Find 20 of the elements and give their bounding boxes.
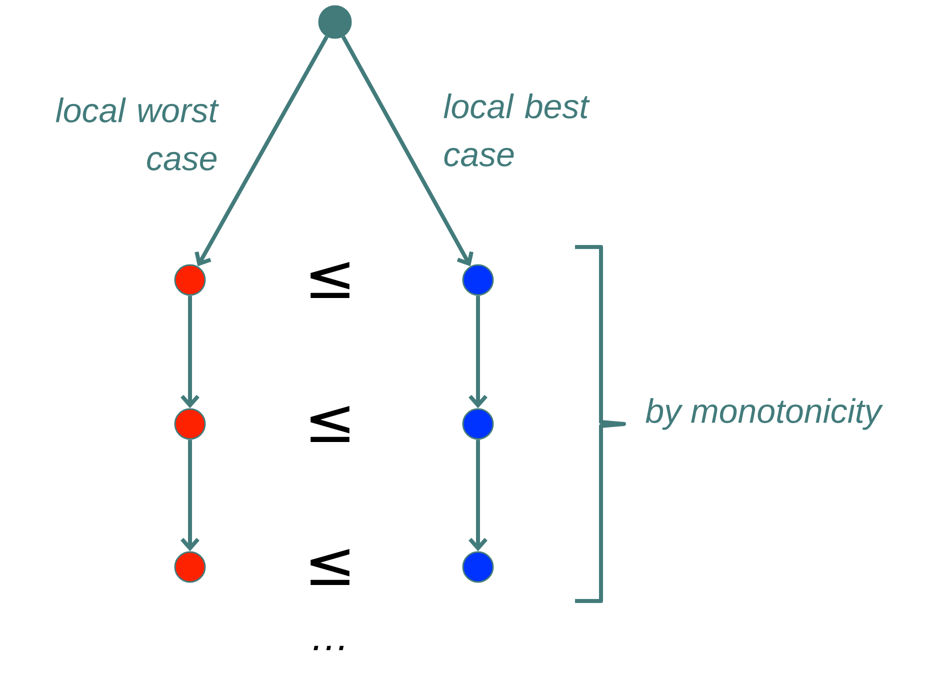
edge-label: local worst case <box>56 98 219 170</box>
bracket-label: by monotonicity <box>646 398 884 430</box>
arrow <box>180 440 200 552</box>
less-equal-sign: ≤ <box>310 406 350 442</box>
dot <box>462 551 494 583</box>
dot <box>174 551 206 583</box>
dot <box>462 264 494 296</box>
less-equal-sign: ≤ <box>310 262 350 298</box>
dot <box>318 5 352 39</box>
arrow <box>468 296 488 408</box>
dot <box>174 408 206 440</box>
ellipsis: … <box>314 646 344 650</box>
dot <box>174 264 206 296</box>
dot <box>462 408 494 440</box>
arrow <box>180 296 200 408</box>
arrow <box>194 36 329 266</box>
edge-label: local best case <box>444 94 590 166</box>
less-equal-sign: ≤ <box>310 548 350 586</box>
arrow <box>468 440 488 552</box>
arrow <box>341 36 474 266</box>
